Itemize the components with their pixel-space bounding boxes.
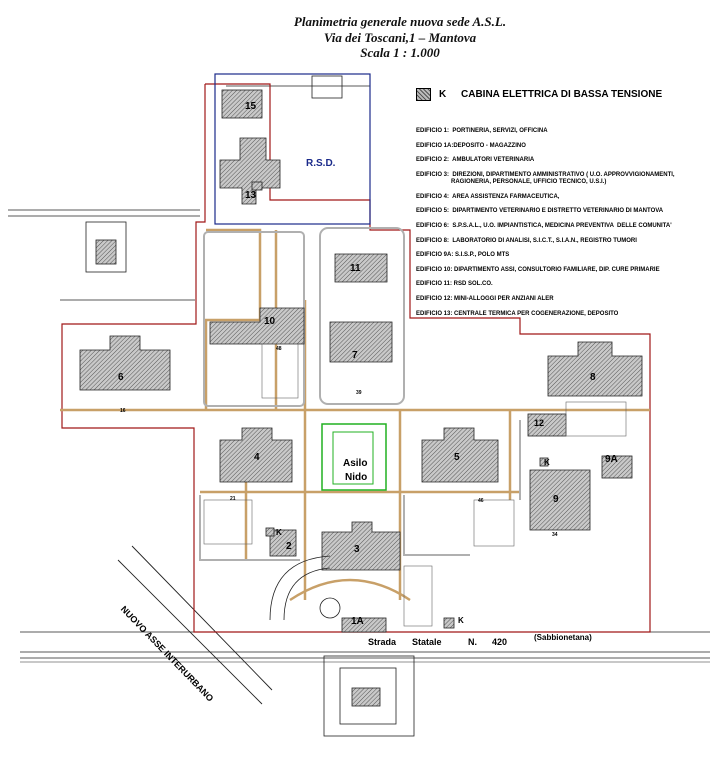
map-scale: Scala 1 : 1.000 xyxy=(360,45,440,60)
label-15: 15 xyxy=(245,101,257,112)
rsd-boundary xyxy=(214,73,371,225)
legend-item: EDIFICIO 12: MINI-ALLOGGI PER ANZIANI AL… xyxy=(416,295,554,302)
label-1a: 1A xyxy=(351,616,364,627)
label-3: 3 xyxy=(354,544,360,555)
legend-item: EDIFICIO 9A: S.I.S.P., POLO MTS xyxy=(416,252,510,259)
asilo-label: Asilo xyxy=(343,458,368,469)
label-9: 9 xyxy=(553,494,559,505)
road-number: 420 xyxy=(492,637,508,647)
road-number-prefix: N. xyxy=(468,637,477,647)
cabin-k-3 xyxy=(443,617,455,629)
interurban-road xyxy=(117,545,273,705)
cabin-k-2 xyxy=(539,457,549,467)
legend-item: EDIFICIO 10: DIPARTIMENTO ASSI, CONSULTO… xyxy=(416,266,660,273)
legend-item: EDIFICIO 1: PORTINERIA, SERVIZI, OFFICIN… xyxy=(416,128,548,134)
cabin-k-1 xyxy=(265,527,275,537)
legend-item: EDIFICIO 5: DIPARTIMENTO VETERINARIO E D… xyxy=(416,208,664,215)
cabin-label: K xyxy=(458,616,464,625)
label-2: 2 xyxy=(286,541,292,552)
parking-count: 48 xyxy=(276,346,282,352)
building-5 xyxy=(421,427,499,483)
parking-count: 16 xyxy=(120,408,126,414)
label-11: 11 xyxy=(350,263,361,274)
legend-item: EDIFICIO 8: LABORATORIO DI ANALISI, S.I.… xyxy=(416,237,637,244)
buildings xyxy=(79,89,643,633)
building-3 xyxy=(321,521,401,571)
building-13 xyxy=(219,137,281,205)
building-1a xyxy=(341,617,387,633)
map-address: Via dei Toscani,1 – Mantova xyxy=(323,30,477,45)
parking-count: 21 xyxy=(230,496,236,502)
building-15 xyxy=(221,89,263,119)
rsd-label: R.S.D. xyxy=(306,158,336,169)
parking-count: 46 xyxy=(478,498,484,504)
legend-item: EDIFICIO 13: CENTRALE TERMICA PER COGENE… xyxy=(416,310,619,317)
parking-areas xyxy=(203,343,627,627)
service-paths xyxy=(199,227,521,561)
building-6 xyxy=(79,335,171,391)
label-13: 13 xyxy=(245,190,257,201)
cabin-swatch xyxy=(416,88,431,101)
cabin-k-4 xyxy=(251,181,263,191)
legend-item: EDIFICIO 3: DIREZIONI, DIPARTIMENTO AMMI… xyxy=(416,171,675,185)
legend-item: EDIFICIO 11: RSD SOL.CO. xyxy=(416,281,493,288)
legend-cabin: K CABINA ELETTRICA DI BASSA TENSIONE xyxy=(416,88,662,101)
label-8: 8 xyxy=(590,372,596,383)
parking-count: 39 xyxy=(356,390,362,396)
legend-item: EDIFICIO 6: S.P.S.A.L., U.O. IMPIANTISTI… xyxy=(416,222,672,229)
roundabout xyxy=(269,555,341,621)
cabin-text: CABINA ELETTRICA DI BASSA TENSIONE xyxy=(461,89,663,100)
road-strada: Strada xyxy=(368,637,397,647)
road-statale: Statale xyxy=(412,637,442,647)
legend-item: EDIFICIO 2: AMBULATORI VETERINARIA xyxy=(416,157,535,164)
building-7 xyxy=(329,321,393,363)
context-lines xyxy=(8,75,710,737)
legend-item: EDIFICIO 1A:DEPOSITO - MAGAZZINO xyxy=(416,142,526,149)
label-5: 5 xyxy=(454,452,460,463)
building-8 xyxy=(547,341,643,397)
building-legend: EDIFICIO 1: PORTINERIA, SERVIZI, OFFICIN… xyxy=(416,128,675,325)
building-10 xyxy=(209,307,305,345)
building-9 xyxy=(529,469,591,531)
legend-item: EDIFICIO 4: AREA ASSISTENZA FARMACEUTICA… xyxy=(416,193,560,200)
cabin-key: K xyxy=(439,89,447,100)
label-4: 4 xyxy=(254,452,260,463)
cabin-label: K xyxy=(544,458,550,467)
parking-count: 34 xyxy=(552,532,558,538)
building-9a xyxy=(601,455,633,479)
label-7: 7 xyxy=(352,350,358,361)
asilo-nido-area xyxy=(321,423,387,491)
cabin-label: K xyxy=(276,528,282,537)
label-10: 10 xyxy=(264,316,276,327)
building-4 xyxy=(219,427,293,483)
road-sabbionetana: (Sabbionetana) xyxy=(534,633,592,642)
building-11 xyxy=(334,253,388,283)
map-title: Planimetria generale nuova sede A.S.L. xyxy=(293,14,507,29)
label-12: 12 xyxy=(534,418,545,428)
nido-label: Nido xyxy=(345,472,368,483)
label-6: 6 xyxy=(118,372,124,383)
label-9a: 9A xyxy=(605,454,618,465)
